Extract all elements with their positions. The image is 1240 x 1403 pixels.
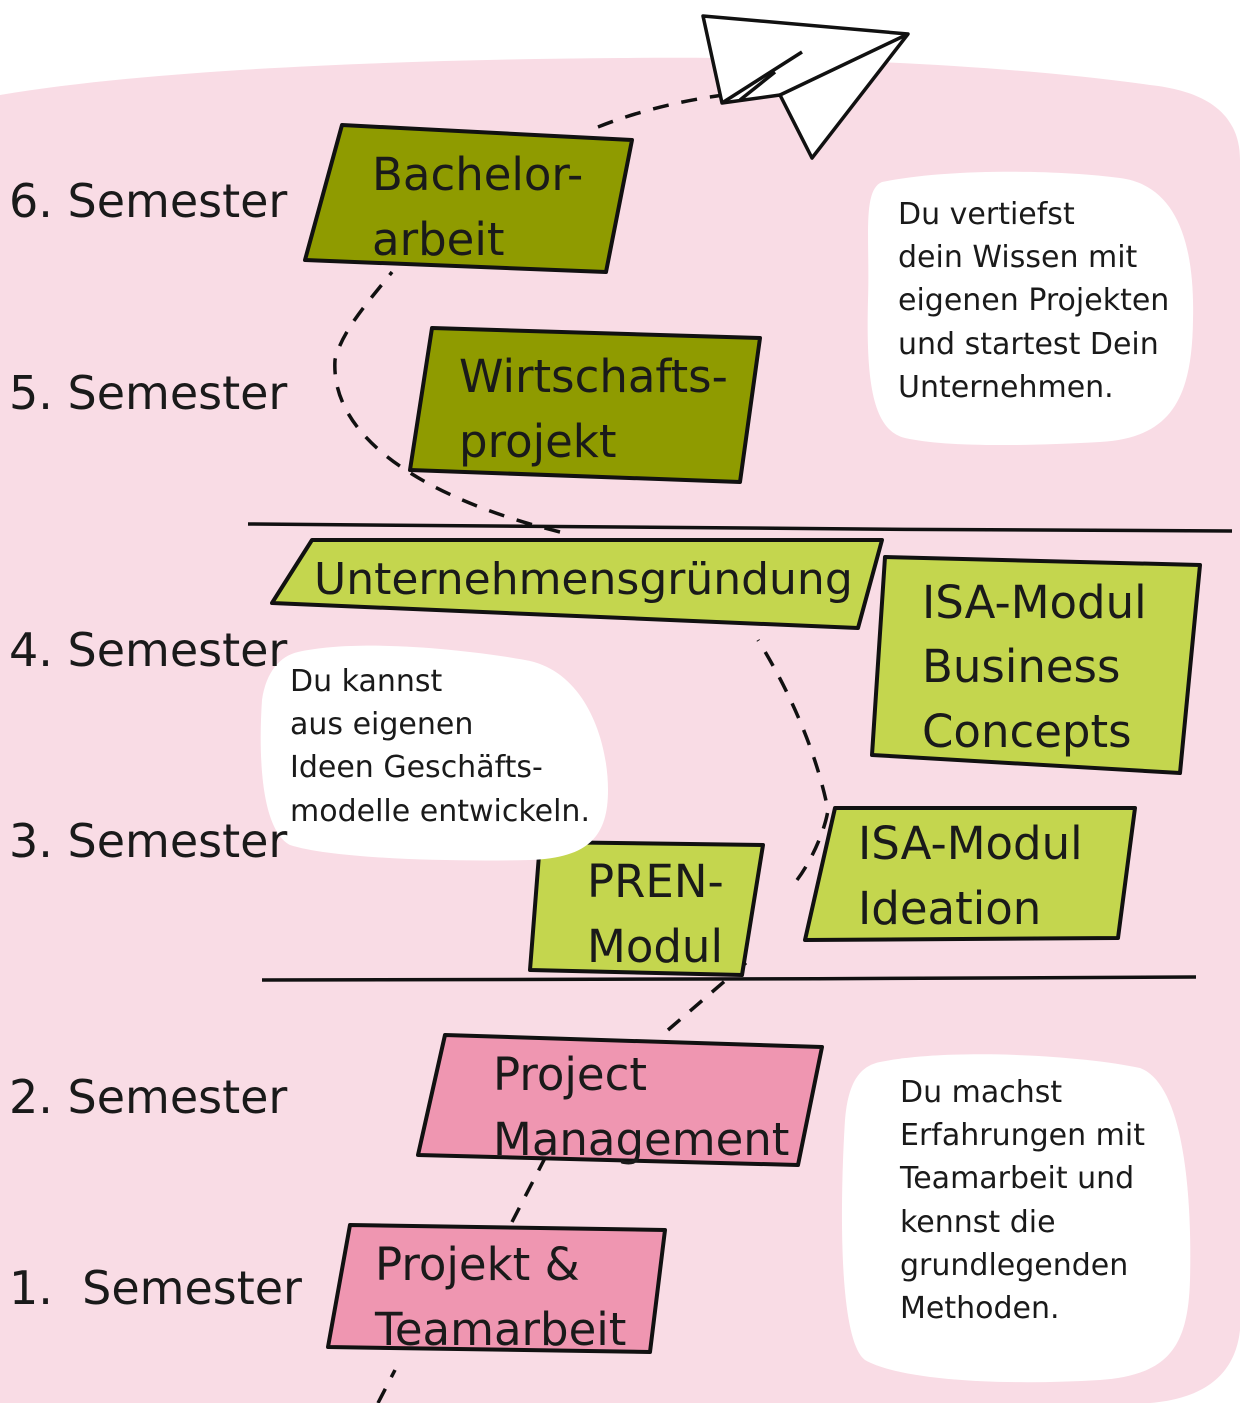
note-bottom-line2: Erfahrungen mit: [900, 1118, 1145, 1154]
module-wirtschaftsprojekt-line1: Wirtschafts-: [459, 350, 728, 403]
module-wirtschaftsprojekt: Wirtschafts- projekt: [459, 345, 728, 475]
module-isa-business-concepts-line3: Concepts: [922, 704, 1132, 758]
module-unternehmensgruendung-line1: Unternehmensgründung: [314, 554, 853, 605]
divider-lower: [261, 975, 1197, 982]
module-projekt-teamarbeit-line2: Teamarbeit: [375, 1302, 627, 1356]
module-projekt-teamarbeit-line1: Projekt &: [375, 1238, 580, 1291]
semester-label-1: 1. Semester: [9, 1261, 302, 1315]
module-isa-ideation-line2: Ideation: [858, 881, 1042, 935]
semester-label-6: 6. Semester: [9, 174, 288, 228]
module-shape-wirtschaftsprojekt: [408, 326, 762, 484]
note-bottom-line6: Methoden.: [900, 1290, 1060, 1326]
module-shape-bachelorarbeit: [303, 123, 634, 274]
note-bottom-line1: Du machst: [900, 1075, 1063, 1110]
note-middle-line3: Ideen Geschäfts-: [290, 750, 543, 786]
module-pren-modul: PREN- Modul: [587, 850, 724, 980]
note-middle-line2: aus eigenen: [290, 707, 474, 743]
module-project-management: Project Management: [493, 1043, 789, 1173]
semester-label-2: 2. Semester: [9, 1070, 288, 1124]
divider-upper: [247, 522, 1233, 533]
note-middle-line1: Du kannst: [290, 664, 443, 699]
semester-label-4: 4. Semester: [9, 623, 288, 677]
note-top-line3: eigenen Projekten: [898, 283, 1170, 319]
note-top: Du vertiefst dein Wissen mit eigenen Pro…: [898, 193, 1169, 409]
note-bottom-line5: grundlegenden: [900, 1247, 1129, 1283]
note-top-line2: dein Wissen mit: [898, 240, 1138, 276]
module-project-management-line1: Project: [493, 1048, 647, 1101]
note-middle-line4: modelle entwickeln.: [290, 793, 590, 829]
module-isa-ideation: ISA-Modul Ideation: [858, 812, 1083, 942]
module-shape-isa-business-concepts: [870, 555, 1202, 775]
semester-label-5: 5. Semester: [9, 366, 288, 420]
module-projekt-teamarbeit: Projekt & Teamarbeit: [375, 1233, 626, 1363]
module-bachelorarbeit-line1: Bachelor-: [372, 148, 584, 201]
module-bachelorarbeit-line2: arbeit: [372, 212, 505, 266]
note-top-line5: Unternehmen.: [898, 369, 1114, 405]
module-bachelorarbeit: Bachelor- arbeit: [372, 143, 583, 273]
note-top-line4: und startest Dein: [898, 326, 1159, 362]
module-unternehmensgruendung: Unternehmensgründung: [314, 548, 853, 611]
module-project-management-line2: Management: [493, 1112, 790, 1166]
note-bubble-bottom: [841, 1054, 1191, 1383]
note-bottom-line3: Teamarbeit und: [900, 1161, 1135, 1197]
module-shape-isa-ideation: [803, 806, 1137, 942]
module-isa-business-concepts-line1: ISA-Modul: [922, 576, 1147, 629]
note-bubble-top: [867, 171, 1194, 446]
module-wirtschaftsprojekt-line2: projekt: [459, 414, 617, 468]
paper-plane-icon: [701, 14, 910, 160]
semester-label-3: 3. Semester: [9, 814, 288, 868]
note-bottom-line4: kennst die: [900, 1204, 1056, 1240]
module-isa-business-concepts: ISA-Modul Business Concepts: [922, 571, 1147, 764]
module-pren-modul-line2: Modul: [587, 919, 723, 973]
module-isa-business-concepts-line2: Business: [922, 640, 1121, 694]
module-shape-unternehmensgruendung: [270, 538, 884, 630]
note-middle: Du kannst aus eigenen Ideen Geschäfts- m…: [290, 660, 590, 833]
module-pren-modul-line1: PREN-: [587, 855, 724, 908]
module-isa-ideation-line1: ISA-Modul: [858, 817, 1083, 870]
note-top-line1: Du vertiefst: [898, 197, 1075, 232]
note-bottom: Du machst Erfahrungen mit Teamarbeit und…: [900, 1071, 1145, 1330]
note-bubble-middle: [260, 645, 608, 861]
module-shape-pren-modul: [528, 840, 765, 977]
module-shape-projekt-teamarbeit: [326, 1223, 667, 1354]
module-shape-project-management: [416, 1033, 824, 1167]
